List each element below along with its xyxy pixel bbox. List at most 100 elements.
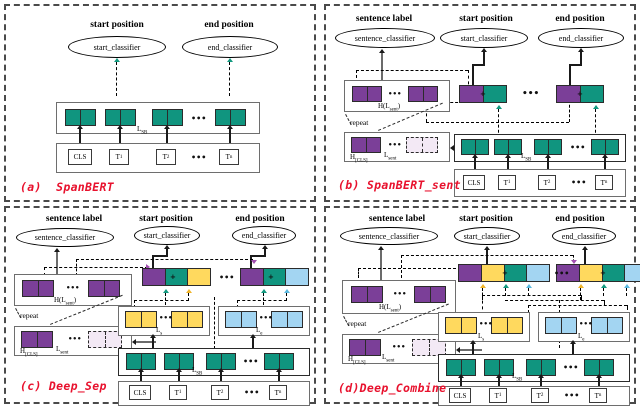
token-link-arrow <box>137 368 144 372</box>
panel-c-caption-name: Deep_Sep <box>48 379 107 393</box>
sentence-hidden-ellipsis: ••• <box>66 284 80 292</box>
token-link-arrow <box>544 154 551 158</box>
end-stem-arrow <box>261 245 268 249</box>
start-layer-link <box>472 344 474 356</box>
start-classifier[interactable]: start_classifier <box>454 227 520 245</box>
start-classifier[interactable]: start_classifier <box>134 226 200 245</box>
purple-route-top <box>356 70 468 71</box>
token-link-arrow <box>504 154 511 158</box>
sentence-stem <box>381 53 383 83</box>
token-link-arrow <box>457 374 464 378</box>
purple-route-mid <box>358 268 466 269</box>
blue-feed-start <box>528 288 529 296</box>
start-concat-plus: + <box>170 273 176 281</box>
start-stem-v2 <box>472 64 474 85</box>
token-link-arrow <box>595 374 602 378</box>
header-start-position: start position <box>459 214 513 224</box>
end-layer-link <box>572 344 574 356</box>
token-link-arrow <box>76 125 83 129</box>
purple-route-v2 <box>44 267 45 276</box>
panel-b-caption: (b) SpanBERT_sent <box>338 178 461 192</box>
sentence-classifier[interactable]: sentence_classifier <box>16 228 114 247</box>
token-link <box>140 372 142 388</box>
header-end-position: end position <box>235 214 285 224</box>
blue-bus-drop <box>627 305 628 310</box>
sentence-classifier[interactable]: sentence_classifier <box>340 227 438 245</box>
header-sentence-label: sentence label <box>368 214 426 224</box>
panel-a-caption: (a) SpanBERT <box>20 180 114 194</box>
end-layer-block <box>545 317 577 334</box>
token-link-arrow <box>163 125 170 129</box>
sentence-hidden-block <box>22 280 54 297</box>
sentence-hidden-block <box>414 286 446 303</box>
end-flow-line <box>229 62 230 96</box>
end-stem-v <box>580 52 582 66</box>
start-layer-block <box>491 317 523 334</box>
token-link <box>547 158 549 175</box>
encoder-layer-label: LSB <box>521 152 532 163</box>
start-classifier[interactable]: start_classifier <box>440 28 528 48</box>
end-layer-label: Le <box>578 332 585 343</box>
sentence-hidden-block <box>88 280 120 297</box>
purple-route-mid <box>44 267 148 268</box>
panel-deep-sep: sentence label start position end positi… <box>4 206 316 406</box>
token-ellipsis: ••• <box>191 153 207 162</box>
token-link <box>498 378 500 392</box>
sentence-classifier[interactable]: sentence_classifier <box>335 28 435 48</box>
encoder-layer-label: LSB <box>137 125 148 136</box>
start-classifier[interactable]: start_classifier <box>68 36 166 58</box>
cls-hidden-block <box>21 331 53 348</box>
panel-d-caption-index: (d) <box>338 381 360 395</box>
purple-route-top <box>401 255 573 256</box>
start-layer-link-arrow <box>149 334 156 338</box>
end-stem-arrow <box>577 48 584 52</box>
cls-hidden-sent-label: Lsent <box>382 353 395 364</box>
end-classifier[interactable]: end_classifier <box>538 28 624 48</box>
encoder-layer-label: LSB <box>512 372 523 383</box>
purple-route-v3 <box>358 268 359 278</box>
green-feed-end <box>263 293 264 305</box>
end-concat-block <box>556 264 640 282</box>
green-feed-end-arrow <box>260 289 267 293</box>
purple-route-arrow-end <box>570 260 577 264</box>
purple-route-arrow-end <box>250 260 257 264</box>
blue-route-v <box>237 300 238 308</box>
cls-hidden-ellipsis: ••• <box>388 141 402 149</box>
green-route-start <box>498 109 499 138</box>
concat-ellipsis: ••• <box>554 269 570 278</box>
sentence-stem <box>380 250 382 284</box>
start-stem-v <box>166 249 168 257</box>
token-cls: CLS <box>68 149 92 165</box>
cls-hidden-ghost-block <box>412 339 446 356</box>
token-link-arrow <box>217 368 224 372</box>
token-link-arrow <box>175 368 182 372</box>
green-feed-start <box>505 288 506 296</box>
end-classifier[interactable]: end_classifier <box>182 36 278 58</box>
sentence-hidden-block <box>351 286 383 303</box>
cls-hidden-ghost-block <box>88 331 122 348</box>
start-stem-v <box>483 52 485 66</box>
yellow-feed-end-arrow <box>577 284 584 288</box>
encoder-ellipsis: ••• <box>563 363 579 372</box>
blue-feed-start-arrow <box>525 284 532 288</box>
panel-c-caption-index: (c) <box>20 379 42 393</box>
sentence-hidden-ellipsis: ••• <box>393 290 407 298</box>
start-concat-block <box>142 268 211 286</box>
end-classifier[interactable]: end_classifier <box>232 226 296 245</box>
encoder-block <box>105 109 136 126</box>
start-concat-block <box>458 264 550 282</box>
end-classifier[interactable]: end_classifier <box>552 227 616 245</box>
purple-route-v1 <box>401 255 402 278</box>
token-link-arrow <box>226 125 233 129</box>
blue-feed-end-arrow <box>283 289 290 293</box>
token-link <box>229 129 231 148</box>
cls-feed-arrow <box>450 144 454 151</box>
end-layer-block <box>591 317 623 334</box>
panel-b-caption-index: (b) <box>338 178 360 192</box>
end-concat-plus: + <box>268 273 274 281</box>
